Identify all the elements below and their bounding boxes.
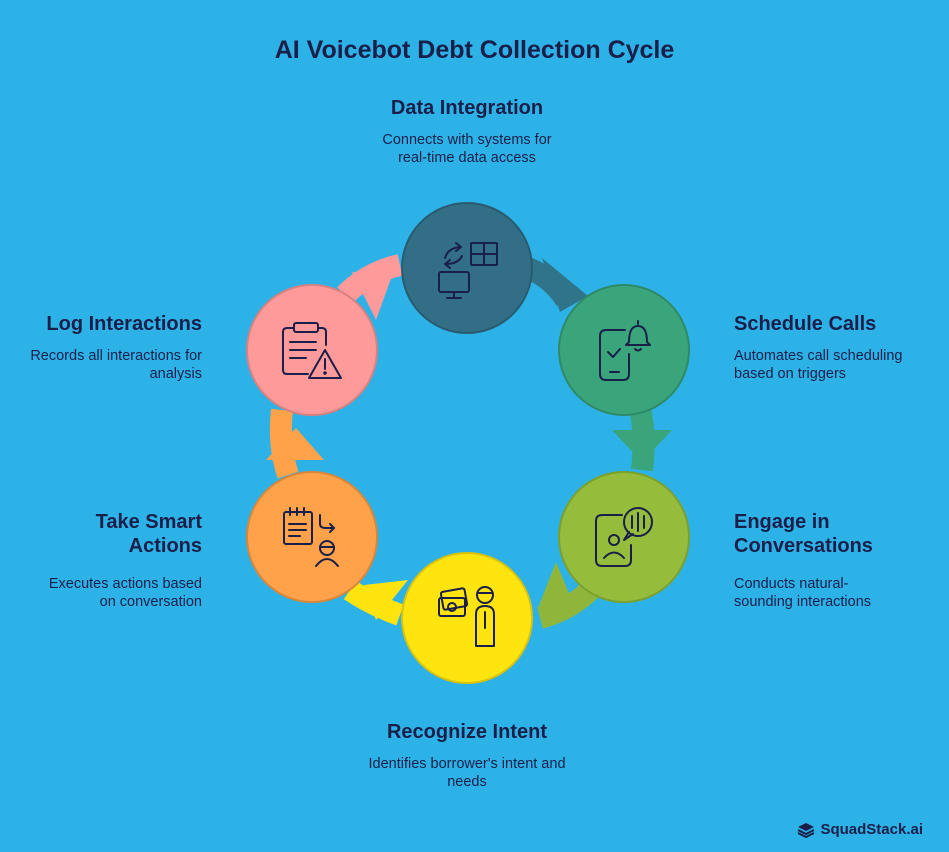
diagram-title: AI Voicebot Debt Collection Cycle xyxy=(274,36,675,64)
arrow-log-to-data xyxy=(337,254,403,320)
arrow-engage-to-recognize xyxy=(536,562,598,629)
recognize-intent-icon xyxy=(438,586,495,647)
label-take-smart-actions: Take Smart Actions xyxy=(95,511,202,557)
brand-name: SquadStack.ai xyxy=(820,821,923,838)
desc-data-integration: Connects with systems for real-time data… xyxy=(382,132,552,166)
node-engage-conversations xyxy=(558,471,690,603)
label-schedule-calls: Schedule Calls xyxy=(734,313,877,335)
desc-log-interactions: Records all interactions for analysis xyxy=(30,348,202,382)
label-engage-conversations: Engage in Conversations xyxy=(734,511,873,557)
brand-watermark: SquadStack.ai xyxy=(797,821,923,838)
node-recognize-intent xyxy=(401,552,533,684)
desc-take-smart-actions: Executes actions based on conversation xyxy=(48,576,202,610)
label-log-interactions: Log Interactions xyxy=(46,313,202,335)
arrow-recognize-to-actions xyxy=(343,580,408,626)
node-data-integration xyxy=(401,202,533,334)
label-data-integration: Data Integration xyxy=(390,97,544,119)
arrow-schedule-to-engage xyxy=(612,405,672,472)
desc-recognize-intent: Identifies borrower's intent and needs xyxy=(368,756,566,790)
data-integration-icon xyxy=(438,242,498,299)
log-interactions-icon xyxy=(282,322,342,379)
desc-engage-conversations: Conducts natural-sounding interactions xyxy=(734,576,872,610)
desc-schedule-calls: Automates call scheduling based on trigg… xyxy=(734,348,903,382)
squadstack-logo-icon xyxy=(798,822,815,838)
label-recognize-intent: Recognize Intent xyxy=(386,721,547,743)
arrow-actions-to-log xyxy=(266,408,324,479)
engage-conversation-icon xyxy=(595,507,653,567)
smart-actions-icon xyxy=(283,507,339,567)
schedule-calls-icon xyxy=(599,320,651,381)
node-schedule-calls xyxy=(558,284,690,416)
